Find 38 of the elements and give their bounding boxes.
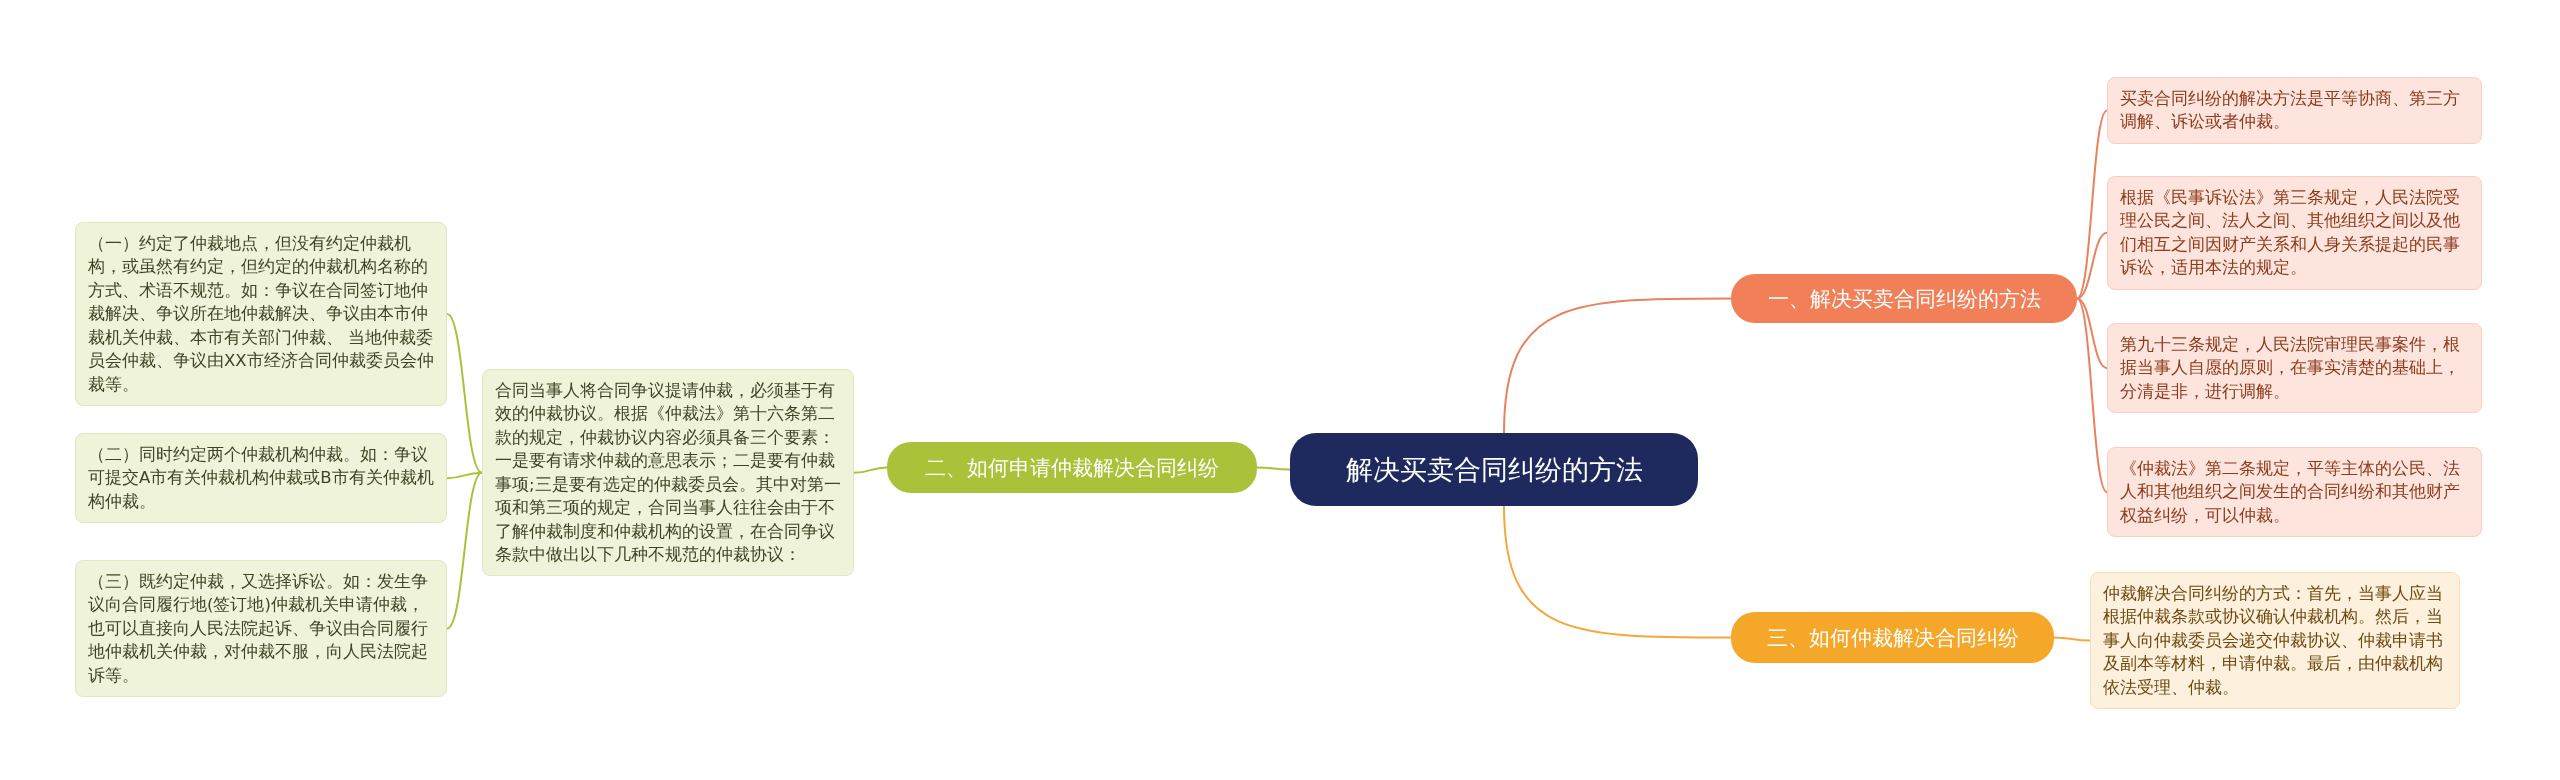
note-text: 《仲裁法》第二条规定，平等主体的公民、法人和其他组织之间发生的合同纠纷和其他财产权益纠纷，可以仲裁。 bbox=[2120, 458, 2461, 527]
topic-label: 解决买卖合同纠纷的方法 bbox=[1345, 452, 1643, 487]
connector-line bbox=[1503, 297, 1732, 434]
connector-line bbox=[2053, 636, 2091, 642]
connector-line bbox=[446, 471, 483, 480]
note-text: 仲裁解决合同纠纷的方式：首先，当事人应当根据仲裁条款或协议确认仲裁机构。然后，当事人向仲裁委员会递交仲裁协议、仲裁申请书及副本等材料，申请仲裁。最后，由仲裁机构依法受理、仲裁。 bbox=[2103, 583, 2444, 699]
branch-topic bbox=[887, 442, 1257, 493]
connector-line bbox=[446, 471, 483, 630]
note-card bbox=[75, 222, 447, 406]
connector-line bbox=[2076, 297, 2108, 494]
note-text: （三）既约定仲裁，又选择诉讼。如：发生争议向合同履行地(签订地)仲裁机关申请仲裁，也可以直接向人民法院起诉、争议由合同履行地仲裁机关仲裁，对仲裁不服，向人民法院起诉等。 bbox=[88, 571, 429, 687]
note-card bbox=[2090, 572, 2460, 710]
connector-line bbox=[853, 466, 888, 474]
note-text: 买卖合同纠纷的解决方法是平等协商、第三方调解、诉讼或者仲裁。 bbox=[2120, 88, 2461, 134]
connector-line bbox=[2076, 109, 2108, 300]
connector-line bbox=[2076, 297, 2108, 370]
note-text: （一）约定了仲裁地点，但没有约定仲裁机构，或虽然有约定，但约定的仲裁机构名称的方式、术语不规范。如：争议在合同签订地仲裁解决、争议所在地仲裁解决、争议由本市仲裁机关仲裁、本市有关部门仲裁、 当地仲裁委员会仲裁、争议由XX市经济合同仲裁委员会仲裁等。 bbox=[88, 233, 434, 396]
note-card bbox=[2107, 176, 2482, 290]
note-text: 第九十三条规定，人民法院审理民事案件，根据当事人自愿的原则，在事实清楚的基础上，分清是非，进行调解。 bbox=[2120, 334, 2461, 403]
note-card bbox=[75, 433, 447, 524]
connector-line bbox=[1503, 505, 1732, 639]
central-topic bbox=[1290, 433, 1698, 506]
branch-topic bbox=[1731, 612, 2054, 663]
note-card bbox=[2107, 447, 2482, 538]
note-text: 合同当事人将合同争议提请仲裁，必须基于有效的仲裁协议。根据《仲裁法》第十六条第二款的规定，仲裁协议内容必须具备三个要素：一是要有请求仲裁的意思表示；二是要有仲裁事项;三是要有选定的仲裁委员会。其中对第一项和第三项的规定，合同当事人往往会由于不了解仲裁制度和仲裁机构的设置，在合同争议条款中做出以下几种不规范的仲裁协议： bbox=[495, 380, 841, 566]
note-text: （二）同时约定两个仲裁机构仲裁。如：争议可提交A市有关仲裁机构仲裁或B市有关仲裁机构仲裁。 bbox=[88, 444, 434, 513]
note-card bbox=[75, 560, 447, 698]
note-card bbox=[2107, 77, 2482, 144]
connector-line bbox=[446, 313, 483, 474]
branch-topic bbox=[1731, 274, 2077, 323]
note-text: 根据《民事诉讼法》第三条规定，人民法院受理公民之间、法人之间、其他组织之间以及他们相互之间因财产关系和人身关系提起的民事诉讼，适用本法的规定。 bbox=[2120, 187, 2461, 280]
topic-label: 二、如何申请仲裁解决合同纠纷 bbox=[925, 454, 1219, 482]
topic-label: 三、如何仲裁解决合同纠纷 bbox=[1766, 624, 2019, 652]
note-card bbox=[2107, 323, 2482, 414]
connector-line bbox=[1256, 466, 1291, 471]
topic-label: 一、解决买卖合同纠纷的方法 bbox=[1767, 285, 2041, 313]
note-card bbox=[482, 369, 854, 577]
connector-line bbox=[2076, 231, 2108, 300]
